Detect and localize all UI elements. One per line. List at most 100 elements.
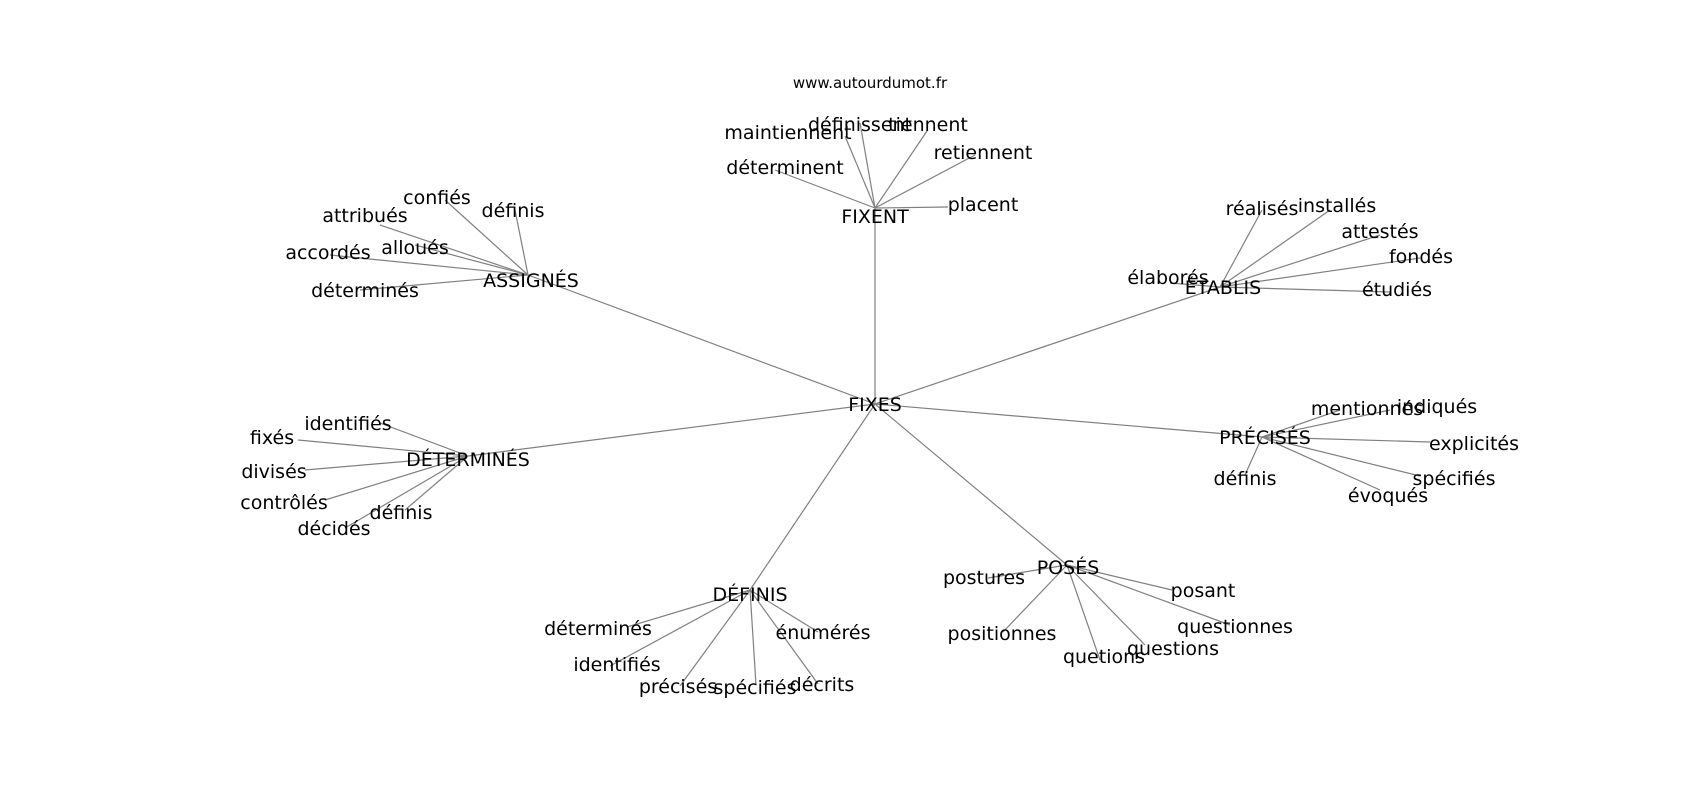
edge-group-to-word (749, 589, 757, 686)
word-node-label: attribués (322, 205, 407, 227)
word-node-label: fixés (250, 427, 294, 449)
word-node-label: déterminés (311, 280, 419, 302)
edge-center-to-group (874, 403, 1263, 438)
edge-group-to-word (874, 154, 976, 209)
edge-group-to-word (379, 422, 469, 457)
center-node-label: FIXES (848, 394, 902, 416)
edge-center-to-group (874, 403, 1068, 566)
edge-group-to-word (1261, 436, 1431, 443)
edge-group-to-word (1002, 564, 1068, 633)
group-node-label: FIXENT (841, 206, 909, 228)
group-node-label: ASSIGNÉS (483, 269, 579, 292)
word-node-label: mentionnés (1311, 398, 1423, 420)
edge-group-to-word (1066, 564, 1101, 661)
word-node-label: alloués (381, 237, 448, 259)
word-node-label: élaborés (1127, 267, 1208, 289)
word-node-label: tiennent (888, 114, 968, 136)
word-node-label: confiés (403, 187, 471, 209)
edge-group-to-word (1169, 282, 1221, 288)
edge-group-to-word (514, 209, 529, 276)
edge-group-to-word (379, 224, 529, 276)
edge-center-to-group (467, 403, 876, 457)
edge-group-to-word (329, 254, 529, 276)
edge-center-to-group (874, 286, 1221, 405)
word-node-label: décrits (790, 674, 855, 696)
edge-group-to-word (609, 589, 751, 667)
word-node-label: retiennent (934, 142, 1033, 164)
edge-group-to-word (749, 589, 819, 685)
edge-group-to-word (1066, 564, 1146, 646)
word-node-label: identifiés (573, 654, 660, 676)
word-node-label: définis (482, 200, 545, 222)
word-node-label: décidés (297, 518, 370, 540)
edge-group-to-word (774, 169, 876, 209)
edge-group-to-word (1066, 564, 1231, 626)
word-node-label: identifiés (304, 413, 391, 435)
word-node-label: installés (1298, 195, 1376, 217)
word-node-label: indiqués (1397, 396, 1477, 418)
group-node-label: DÉFINIS (712, 583, 787, 606)
word-node-label: évoqués (1348, 485, 1428, 507)
word-node-label: précisés (639, 676, 717, 698)
edge-group-to-word (324, 455, 469, 501)
edge-group-to-word (679, 589, 751, 687)
edge-group-to-word (297, 439, 469, 457)
word-node-label: étudiés (1362, 279, 1432, 301)
edge-group-to-word (874, 130, 928, 209)
edge-group-to-word (844, 135, 876, 209)
edge-group-to-word (444, 199, 529, 276)
word-node-label: fondés (1389, 246, 1453, 268)
edge-group-to-word (1261, 436, 1381, 491)
edge-group-to-word (414, 244, 529, 276)
group-node-label: DÉTERMINÉS (406, 448, 530, 471)
word-node-label: postures (943, 567, 1025, 589)
site-url: www.autourdumot.fr (793, 74, 948, 92)
word-node-label: définis (370, 502, 433, 524)
group-node-label: POSÉS (1037, 556, 1100, 579)
edge-group-to-word (1261, 436, 1421, 477)
edge-group-to-word (1244, 436, 1263, 476)
word-node-label: positionnes (948, 623, 1057, 645)
word-node-label: maintiennent (724, 122, 851, 144)
word-node-label: questionnes (1177, 616, 1293, 638)
edge-group-to-word (404, 455, 469, 511)
word-node-label: quetions (1063, 646, 1145, 668)
edges (297, 122, 1431, 687)
word-node-label: attestés (1341, 221, 1418, 243)
edge-group-to-word (1219, 209, 1331, 288)
edge-group-to-word (626, 589, 751, 628)
word-node-label: définissent (808, 114, 912, 136)
labels: FIXES FIXENT maintiennentdéfinissenttienne… (240, 114, 1519, 699)
word-node-label: définis (1214, 468, 1277, 490)
word-node-label: questions (1127, 638, 1219, 660)
word-node-label: énumérés (776, 622, 871, 644)
edge-group-to-word (1219, 257, 1421, 288)
edge-group-to-word (874, 206, 949, 209)
edge-group-to-word (359, 274, 529, 291)
group-node-label: ÉTABLIS (1185, 276, 1261, 299)
word-node-label: divisés (241, 461, 306, 483)
edge-group-to-word (1066, 564, 1173, 591)
edge-group-to-word (859, 122, 876, 209)
edge-center-to-group (527, 274, 876, 405)
edge-group-to-word (749, 589, 819, 633)
edge-group-to-word (1219, 234, 1381, 288)
edge-group-to-word (1219, 286, 1391, 293)
word-node-label: spécifiés (714, 677, 797, 699)
edge-group-to-word (1219, 209, 1263, 288)
word-node-label: placent (948, 194, 1019, 216)
edge-group-to-word (344, 455, 469, 529)
word-node-label: spécifiés (1413, 468, 1496, 490)
edge-group-to-word (987, 564, 1068, 579)
edge-group-to-word (304, 455, 469, 471)
word-node-label: posant (1171, 580, 1236, 602)
word-node-label: déterminent (726, 157, 843, 179)
word-node-label: explicités (1429, 433, 1519, 455)
edge-center-to-group (749, 403, 876, 591)
word-node-label: contrôlés (240, 492, 327, 514)
edge-group-to-word (1261, 409, 1341, 438)
word-node-label: déterminés (544, 618, 652, 640)
word-node-label: accordés (285, 242, 370, 264)
group-node-label: PRÉCISÉS (1219, 426, 1311, 449)
